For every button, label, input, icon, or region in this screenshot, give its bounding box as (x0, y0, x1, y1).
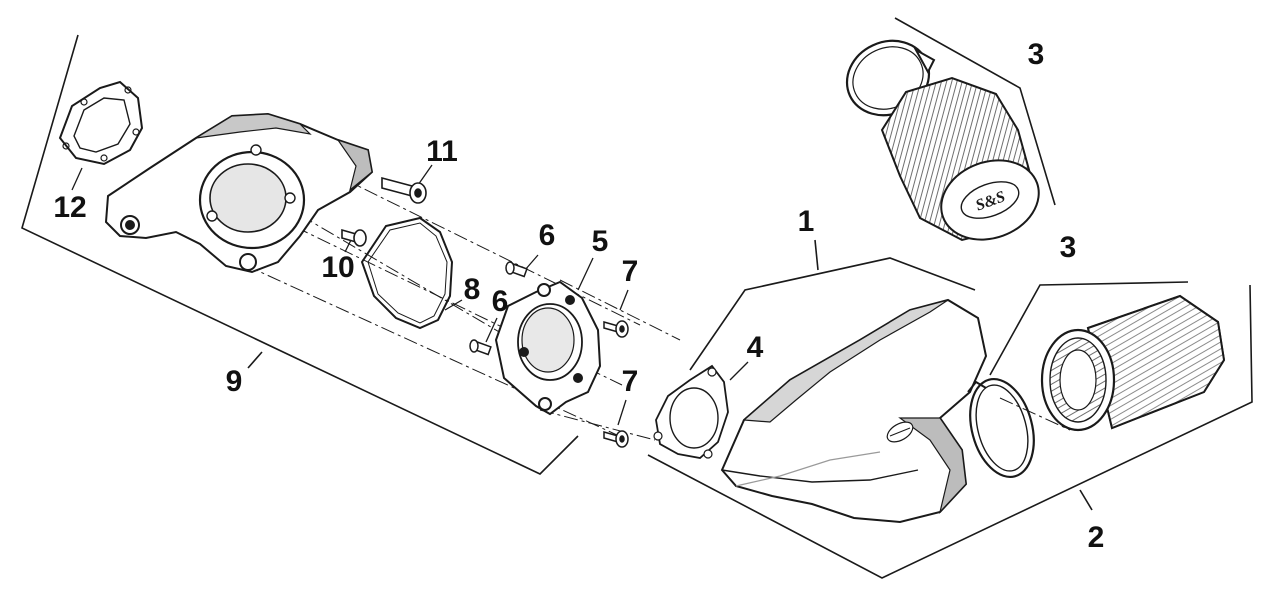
callout-3-top: 3 (1027, 38, 1045, 71)
part-11-bolt (381, 176, 427, 204)
bracket-group-1 (689, 257, 976, 371)
callout-3-lower: 3 (1059, 231, 1077, 264)
callout-6-upper: 6 (538, 219, 556, 252)
leader-lines (71, 164, 749, 426)
part-9-backing-plate (104, 112, 374, 274)
part-8-o-ring (360, 216, 454, 330)
callout-4: 4 (746, 331, 764, 364)
leader-5 (577, 257, 594, 291)
callout-6-lower: 6 (491, 285, 509, 318)
part-7-screws (603, 320, 629, 448)
callout-5: 5 (591, 225, 609, 258)
bracket-group-3-top (894, 17, 1056, 206)
leader-9 (247, 351, 263, 369)
part-5-adapter-plate (494, 280, 602, 416)
callout-11: 11 (426, 135, 458, 168)
callout-12: 12 (53, 191, 87, 224)
part-3-air-filter-top: S&S (845, 39, 1040, 242)
part-6-screws (469, 261, 528, 356)
part-4-gasket (653, 364, 729, 459)
callout-7-lower: 7 (621, 365, 639, 398)
bracket-group-2 (647, 284, 1253, 579)
leader-6b (485, 317, 498, 343)
leader-1 (814, 239, 819, 271)
bracket-group-9 (21, 34, 579, 475)
leader-12 (71, 167, 83, 191)
leader-11 (417, 164, 433, 186)
leader-7a (619, 289, 629, 311)
callout-1: 1 (797, 205, 815, 238)
bracket-group-3-lower (989, 281, 1189, 376)
part-3-clamp-lower (967, 377, 1035, 479)
callout-2: 2 (1087, 521, 1105, 554)
bracket-lines (21, 17, 1253, 579)
callout-7-upper: 7 (621, 255, 639, 288)
leader-4 (729, 361, 749, 381)
part-2-air-filter (1040, 294, 1226, 432)
callout-10: 10 (321, 251, 355, 284)
leader-7b (617, 399, 627, 426)
part-1-intake-tube (720, 298, 988, 524)
leader-2 (1079, 489, 1093, 511)
part-10-bolt (341, 228, 367, 247)
callout-8: 8 (463, 273, 481, 306)
leader-6a (524, 254, 539, 271)
part-12-gasket (58, 80, 144, 166)
callout-9: 9 (225, 365, 243, 398)
